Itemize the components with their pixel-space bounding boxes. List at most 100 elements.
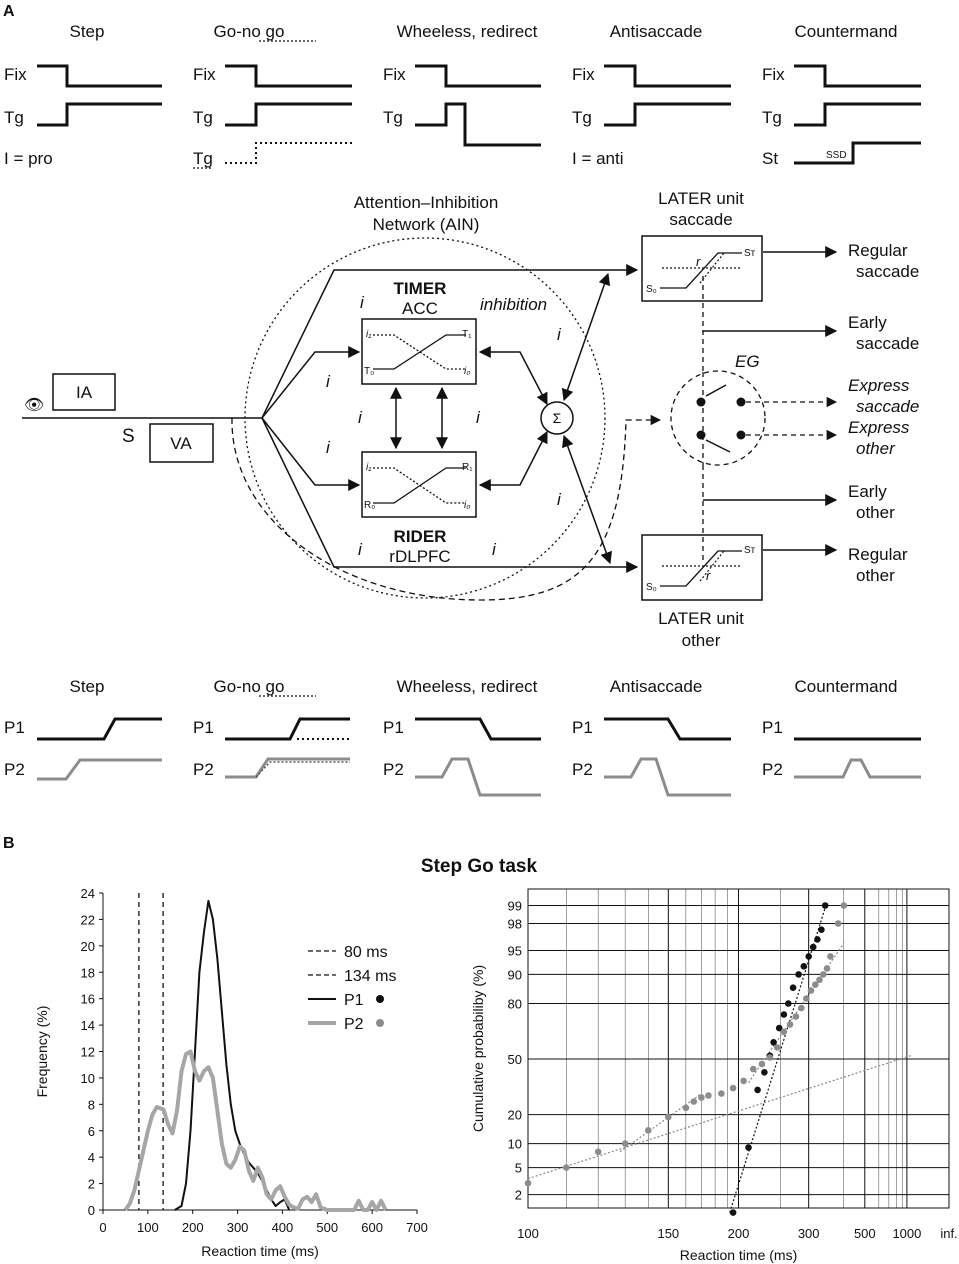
row-label-instruction: I = pro [4,149,53,168]
eg-switch-node [696,430,706,440]
timer-t1: T₁ [462,329,472,340]
inhibition-i: i [557,325,562,344]
y-tick-label: 24 [81,886,95,901]
data-point-P2 [718,1090,725,1097]
ssd-label: SSD [826,150,847,161]
p1-trace [415,717,541,741]
eg-label: EG [735,352,760,371]
network-diagram: Attention–Inhibition Network (AIN) 👁 IA … [22,189,919,650]
timer-i0: i₀ [464,366,470,377]
branch-to-later-saccade [261,264,639,419]
x-axis-label: Reaction time (ms) [680,1247,797,1263]
y-tick-label: 0 [88,1203,95,1218]
y-tick-label: 50 [508,1052,522,1067]
p2-trace [415,757,541,797]
bottom-task-title-wheeless: Wheeless, redirect [397,677,538,696]
y-axis-label: Frequency (%) [34,1006,50,1098]
legend-marker [376,1019,384,1027]
p2-trace [37,758,162,781]
sigma-node [540,401,574,435]
data-point-P1 [800,963,808,970]
y-tick-label: 80 [508,996,522,1011]
fit-line [527,1055,911,1180]
rider-r1: R₁ [462,462,473,473]
y-tick-label: 20 [508,1108,522,1123]
p1-trace [225,717,350,741]
data-point-P1 [818,926,825,933]
sigma-label: Σ [553,410,562,426]
data-point-P2 [827,953,834,960]
data-point-P2 [820,971,827,978]
tg-trace [794,102,921,127]
fix-trace [415,64,541,88]
x-axis-label: Reaction time (ms) [201,1243,318,1259]
x-tick-label: 700 [406,1220,428,1235]
data-point-P2 [812,981,819,988]
tg-trace [37,102,162,127]
inhibition-i: i [358,540,363,559]
y-tick-label: 14 [81,1018,95,1033]
inhibition-label: inhibition [480,295,547,314]
data-point-P2 [798,1004,805,1012]
row-label-tg: Tg [572,108,592,127]
y-tick-label: 5 [515,1161,522,1176]
later-other-rise-dotted [699,550,725,582]
y-tick-label: 16 [81,992,95,1007]
row-label-tg: Tg [762,108,782,127]
row-label-p1: P1 [4,718,25,737]
output-express-saccade: saccade [856,397,919,416]
rider-area-label: rDLPFC [389,547,450,566]
data-point-P1 [745,1144,752,1151]
sigma-later-other-link [562,434,612,565]
tg-trace [225,102,352,127]
branch-to-rider [261,417,361,491]
legend-label: 80 ms [344,944,388,961]
series-P2 [123,1049,388,1212]
row-label-p1: P1 [762,718,783,737]
x-tick-label: 1000 [892,1226,921,1241]
row-label-p2: P2 [193,760,214,779]
top-tasks: Step Fix Tg I = pro Go-no go Fix Tg Tg W… [4,22,921,169]
row-label-tg: Tg [193,108,213,127]
data-point-P2 [780,1028,788,1036]
output-early-saccade: saccade [856,334,919,353]
va-box [149,423,214,463]
y-tick-label: 18 [81,965,95,980]
timer-sigma-link [478,346,548,406]
timer-curve-inhib [373,334,466,370]
output-regular-other: other [856,566,895,585]
y-tick-label: 99 [508,898,522,913]
row-label-p2: P2 [762,760,783,779]
legend-label: 134 ms [344,968,396,985]
top-task-title-wheeless: Wheeless, redirect [397,22,538,41]
data-point-P2 [698,1094,705,1101]
later-other-title: other [682,631,721,650]
timer-i1: i₁ [366,329,371,340]
y-axis-label: Cumulative probabiliby (%) [470,965,486,1132]
fix-trace [225,64,352,88]
data-point-P1 [805,953,812,960]
top-task-title-antisaccade: Antisaccade [610,22,703,41]
later-other-r: r [706,568,711,583]
data-point-P2 [665,1113,672,1121]
output-express-saccade: Express [848,376,910,395]
top-task-title-step: Step [70,22,105,41]
row-label-fix: Fix [762,65,785,84]
row-label-fix: Fix [572,65,595,84]
inhibition-i: i [557,490,562,509]
p2-trace [794,758,921,779]
x-tick-label: 200 [182,1220,204,1235]
eg-switch-node [696,397,706,407]
p1-trace [37,717,162,741]
legend-label: P2 [344,1016,364,1033]
bottom-task-title-countermand: Countermand [794,677,897,696]
data-point-P2 [705,1092,712,1099]
bottom-task-title-gonogo: Go-no go [214,677,285,696]
top-task-title-gonogo: Go-no go [214,22,285,41]
fit-line [619,1093,702,1153]
row-label-p2: P2 [4,760,25,779]
rider-curve-inhib [373,467,466,504]
data-point-P1 [729,1209,737,1216]
data-point-P2 [803,995,810,1002]
